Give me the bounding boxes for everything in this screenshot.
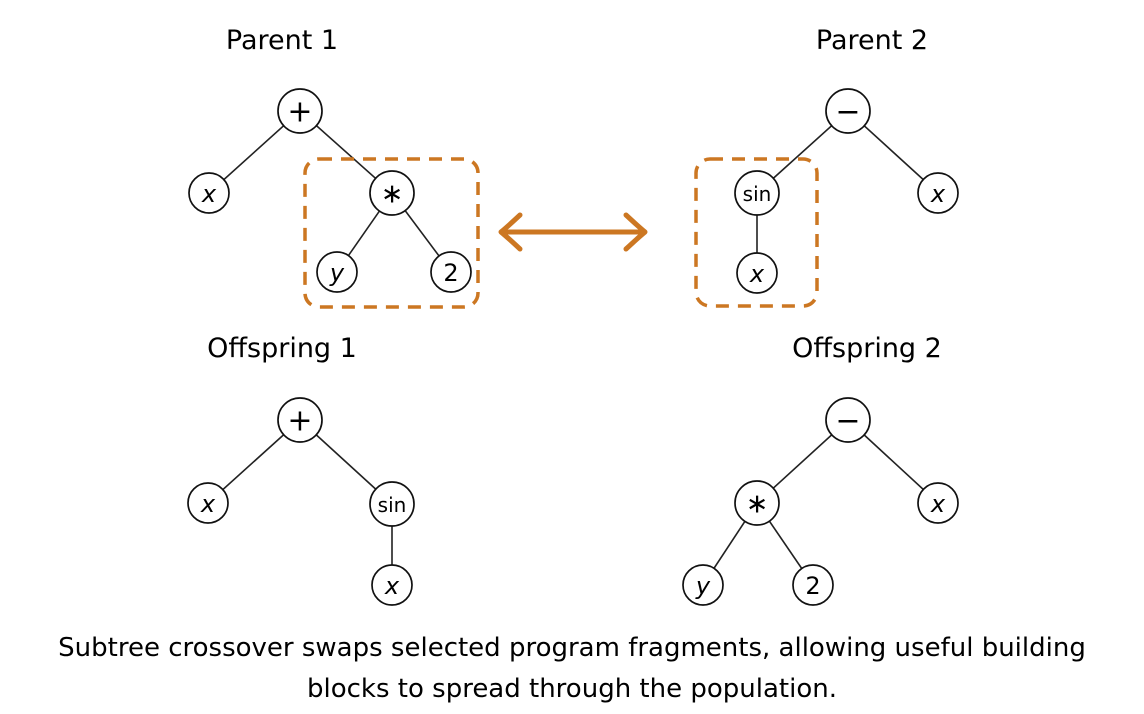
parent1-node-subtree-left: y xyxy=(316,251,358,293)
parent1-title: Parent 1 xyxy=(226,25,338,56)
parent1-node-left-leaf-label: x xyxy=(201,180,217,208)
offspring1-node-left-leaf: x xyxy=(187,482,229,524)
offspring1-node-root-label: + xyxy=(287,404,312,439)
offspring2-node-subtree-root-label: ∗ xyxy=(746,489,769,520)
parent2-crossover-region xyxy=(694,157,819,308)
node-circle xyxy=(736,252,778,294)
parent2-node-subtree-root-label: sin xyxy=(743,182,772,206)
node-circle xyxy=(371,564,413,606)
parent2-node-subtree-child: x xyxy=(736,252,778,294)
tree-parent2: Parent 2 − sin x x xyxy=(694,25,959,308)
parent1-node-root-label: + xyxy=(287,95,312,130)
node-circle-highlighted xyxy=(734,480,780,526)
tree-offspring2: Offspring 2 − ∗ x y 2 xyxy=(682,333,959,606)
parent1-node-root: + xyxy=(277,88,323,134)
tree-parent1: Parent 1 + x ∗ y 2 xyxy=(188,25,480,309)
offspring2-node-subtree-root: ∗ xyxy=(734,480,780,526)
offspring2-node-subtree-left-label: y xyxy=(695,572,711,600)
offspring2-node-right-leaf-label: x xyxy=(930,490,946,518)
node-circle xyxy=(917,172,959,214)
node-circle xyxy=(187,482,229,524)
parent1-crossover-region xyxy=(303,157,480,309)
parent2-node-root: − xyxy=(825,88,871,134)
parent1-node-subtree-left-label: y xyxy=(329,259,345,287)
node-circle xyxy=(682,564,724,606)
node-circle xyxy=(316,251,358,293)
offspring1-node-subtree-child-label: x xyxy=(384,572,400,600)
swap-arrow xyxy=(498,212,648,252)
node-circle-highlighted xyxy=(734,170,780,216)
offspring2-node-root-label: − xyxy=(835,404,860,439)
offspring1-title: Offspring 1 xyxy=(207,333,357,364)
node-circle-highlighted xyxy=(369,481,415,527)
offspring2-title: Offspring 2 xyxy=(792,333,942,364)
offspring2-node-root: − xyxy=(825,397,871,443)
offspring2-node-right-leaf: x xyxy=(917,482,959,524)
parent1-node-left-leaf: x xyxy=(188,172,230,214)
parent2-node-root-label: − xyxy=(835,95,860,130)
node-circle xyxy=(825,397,871,443)
swap-arrow-head-left xyxy=(498,212,523,252)
offspring1-node-subtree-child: x xyxy=(371,564,413,606)
caption-line-2: blocks to spread through the population. xyxy=(307,674,837,704)
parent1-node-subtree-right-label: 2 xyxy=(443,259,458,287)
node-circle xyxy=(188,172,230,214)
offspring1-node-left-leaf-label: x xyxy=(200,490,216,518)
parent2-node-right-leaf: x xyxy=(917,172,959,214)
offspring2-node-subtree-right-label: 2 xyxy=(805,572,820,600)
parent2-node-right-leaf-label: x xyxy=(930,180,946,208)
offspring1-node-subtree-root: sin xyxy=(369,481,415,527)
swap-arrow-head-right xyxy=(623,212,648,252)
figure-caption: Subtree crossover swaps selected program… xyxy=(58,633,1086,704)
offspring2-node-subtree-left: y xyxy=(682,564,724,606)
parent1-node-subtree-right: 2 xyxy=(430,251,472,293)
tree-offspring1: Offspring 1 + x sin x xyxy=(187,333,415,606)
offspring2-node-subtree-right: 2 xyxy=(792,564,834,606)
node-circle xyxy=(917,482,959,524)
node-circle xyxy=(430,251,472,293)
parent2-node-subtree-root: sin xyxy=(734,170,780,216)
node-circle xyxy=(792,564,834,606)
node-circle-highlighted xyxy=(369,170,415,216)
node-circle xyxy=(825,88,871,134)
node-circle xyxy=(277,88,323,134)
parent2-node-subtree-child-label: x xyxy=(749,260,765,288)
node-circle xyxy=(277,397,323,443)
parent1-node-subtree-root: ∗ xyxy=(369,170,415,216)
parent2-title: Parent 2 xyxy=(816,25,928,56)
offspring1-node-subtree-root-label: sin xyxy=(378,493,407,517)
offspring1-node-root: + xyxy=(277,397,323,443)
caption-line-1: Subtree crossover swaps selected program… xyxy=(58,633,1086,663)
parent1-node-subtree-root-label: ∗ xyxy=(381,179,404,210)
